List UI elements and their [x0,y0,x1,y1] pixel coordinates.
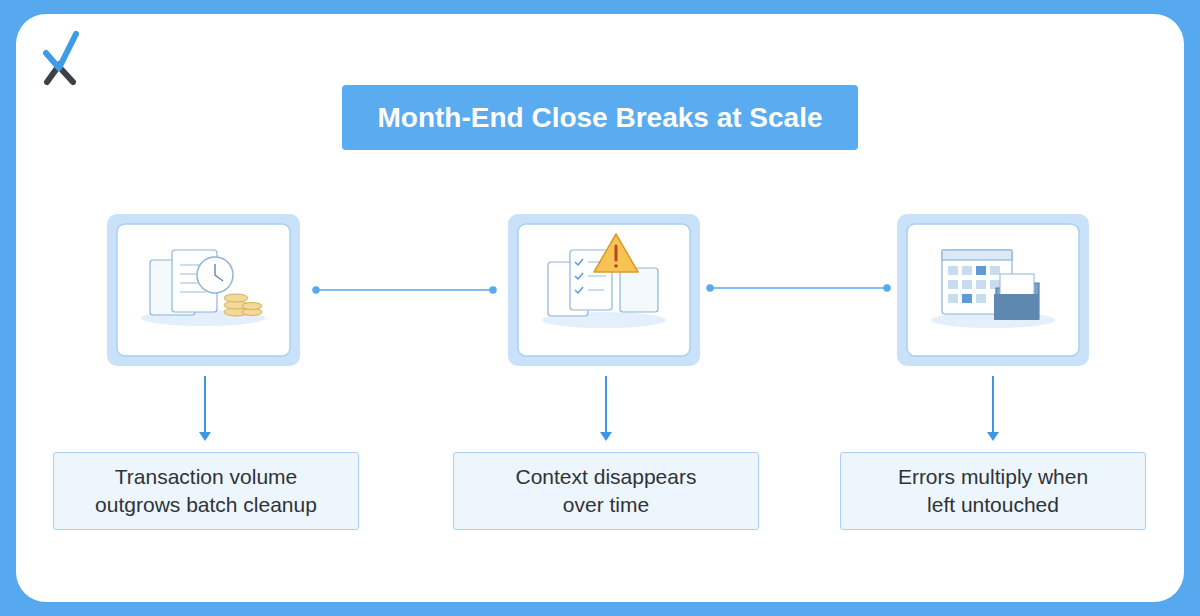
warning-icon [594,234,638,272]
box-label: Transaction volume outgrows batch cleanu… [86,463,326,519]
box-label: Context disappears over time [501,463,711,519]
diagram-title: Month-End Close Breaks at Scale [377,102,822,134]
warning-dot [614,264,618,268]
calendar-header [942,250,1012,260]
calendar-cell [976,266,986,275]
warning-mark [615,246,618,260]
link-dot [707,285,713,291]
calendar-cell [948,294,958,303]
logo-check [46,34,76,68]
icon-panel [117,224,290,356]
link-dot [884,285,890,291]
title-banner: Month-End Close Breaks at Scale [342,85,858,150]
calendar-cell [962,294,972,303]
icon-box [508,214,700,366]
calendar-cell [962,266,972,275]
down-arrow [199,376,999,441]
icon-frame [508,214,700,366]
arrow-head [199,432,211,441]
arrow-shaft [992,376,994,433]
calendar-cell [948,266,958,275]
link-dot [490,287,496,293]
clock-hands [215,264,223,281]
document-icon [620,268,658,312]
arrow-head [600,432,612,441]
white-card [16,14,1184,602]
text-box: Errors multiply when left untouched [840,452,1146,530]
icon-panel [518,224,690,356]
icon-box [107,214,300,366]
coin-stack [224,294,262,316]
arrow-head [987,432,999,441]
calendar-cell [976,294,986,303]
icon-frame [897,214,1089,366]
column-link [313,285,890,293]
link-dot [313,287,319,293]
link-line [316,289,493,291]
icon-panel [907,224,1079,356]
arrow-shaft [204,376,206,433]
calendar-cell [990,266,1000,275]
check-marks [575,259,583,293]
box-label: Errors multiply when left untouched [888,463,1098,519]
calendar-cell [976,280,986,289]
folder-front [994,294,1039,320]
calendar-grid [948,266,1000,303]
text-box: Context disappears over time [453,452,759,530]
brand-logo [46,34,76,82]
coin [224,294,248,302]
calendar-cell [962,280,972,289]
icon-frame [107,214,300,366]
calendar-cell [948,280,958,289]
clock-icon [197,257,233,293]
folder-paper [1000,274,1034,296]
logo-stroke [62,70,73,82]
text-box: Transaction volume outgrows batch cleanu… [53,452,359,530]
coin [242,303,262,310]
icon-box [897,214,1089,366]
arrow-shaft [605,376,607,433]
link-line [710,287,887,289]
